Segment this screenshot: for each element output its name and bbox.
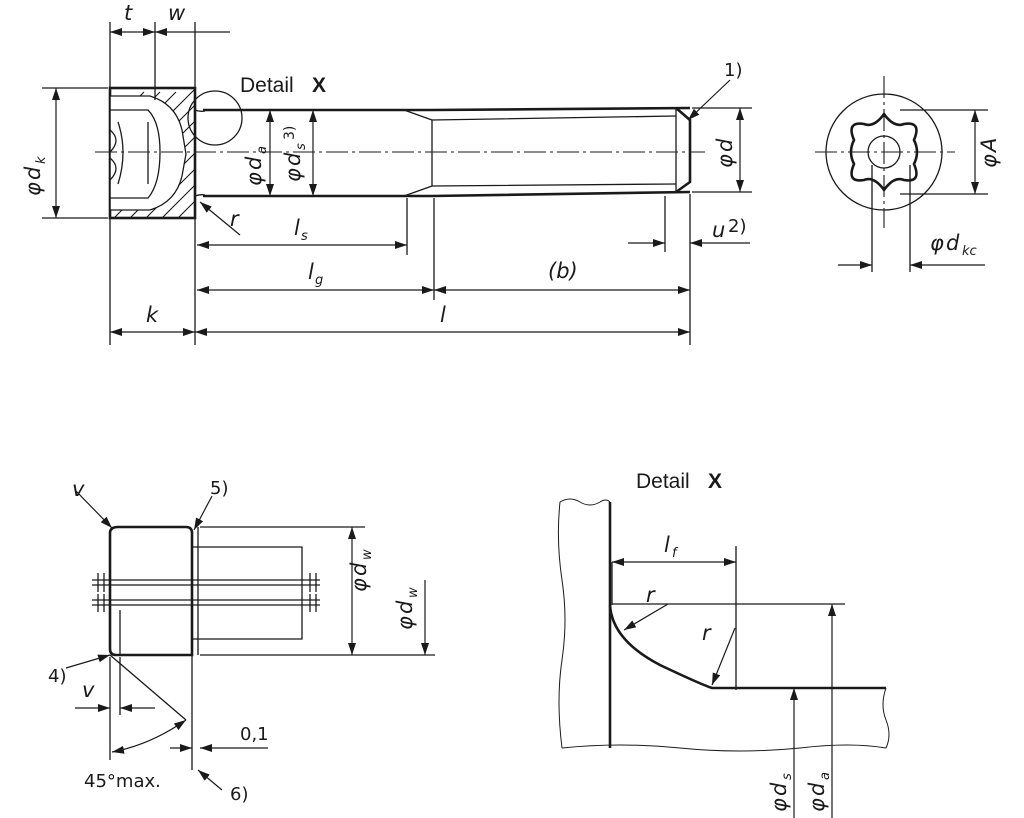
svg-text:a: a	[255, 146, 270, 154]
svg-text:d: d	[713, 138, 737, 152]
svg-text:φ: φ	[767, 798, 791, 812]
note-1: 1)	[724, 60, 742, 81]
label-r-lower: r	[702, 621, 712, 645]
svg-text:l: l	[308, 260, 314, 284]
break-line-right	[882, 687, 890, 749]
label-u: u 2)	[712, 216, 746, 242]
tolerance-value: 0,1	[240, 724, 269, 745]
svg-text:s: s	[294, 143, 309, 150]
note-6: 6)	[230, 784, 248, 805]
label-v-top: v	[72, 477, 85, 501]
svg-text:d: d	[242, 156, 266, 170]
label-lg: l g	[308, 260, 323, 288]
label-b: (b)	[548, 259, 578, 283]
label-w: w	[168, 1, 186, 25]
label-ds-detail: φ d s	[767, 773, 795, 812]
svg-text:l: l	[294, 216, 300, 240]
svg-text:d: d	[767, 782, 791, 796]
detail-x-title: Detail	[636, 470, 690, 493]
svg-text:d: d	[393, 600, 417, 614]
note-4: 4)	[48, 666, 66, 687]
head-edge-radius	[109, 526, 193, 534]
head-block	[108, 525, 194, 657]
svg-text:k: k	[34, 156, 49, 164]
svg-text:kc: kc	[962, 244, 977, 259]
label-da: φ d a	[242, 146, 270, 186]
fillet-profile	[608, 604, 886, 690]
label-v-bottom: v	[82, 678, 95, 702]
label-t: t	[124, 1, 133, 25]
label-lf: l f	[664, 533, 679, 561]
svg-text:u: u	[712, 218, 725, 242]
head-bearing-detail: v 5) 4) v 0,1 45°max. 6) φ d w φ d w	[48, 477, 435, 805]
svg-text:d: d	[347, 562, 371, 576]
svg-text:φ: φ	[347, 578, 371, 592]
screw-shank	[203, 106, 691, 198]
svg-text:A: A	[977, 138, 1001, 154]
label-dkc: φ d kc	[930, 231, 977, 259]
hole-axis-lines	[92, 579, 320, 606]
detail-x-view: Detail X l f r r φ d s φ d	[557, 470, 890, 818]
svg-text:φ: φ	[242, 172, 266, 186]
screw-end-view: φ A φ d kc	[815, 76, 1001, 272]
label-da-detail: φ d a	[805, 772, 833, 812]
svg-text:d: d	[805, 782, 829, 796]
break-line-top	[559, 498, 611, 506]
svg-text:d: d	[21, 166, 45, 180]
detail-x-circle	[187, 90, 243, 146]
svg-text:3): 3)	[282, 126, 298, 140]
labels-main: t w Detail X 1) φ d k φ d a φ d s 3) φ d…	[21, 1, 746, 327]
svg-text:φ: φ	[977, 154, 1001, 168]
screw-end-chamfer	[675, 107, 692, 194]
hole-break-marks	[97, 573, 317, 612]
svg-text:w: w	[360, 549, 375, 560]
label-ls: l s	[294, 216, 308, 244]
thread-root-lines	[431, 115, 677, 187]
svg-text:w: w	[406, 587, 421, 598]
break-line-bottom	[561, 744, 887, 752]
svg-text:φ: φ	[713, 154, 737, 168]
svg-text:φ: φ	[21, 182, 45, 196]
dimensions-main	[52, 28, 750, 336]
chamfer-construct-lines	[109, 654, 193, 770]
angle-arc	[111, 719, 187, 754]
svg-text:φ: φ	[805, 798, 829, 812]
note-5: 5)	[210, 478, 228, 499]
svg-text:s: s	[780, 773, 795, 780]
label-A: φ A	[977, 138, 1001, 168]
detail-x-letter: X	[708, 470, 722, 493]
svg-text:f: f	[672, 546, 679, 561]
label-dw-lower: φ d w	[393, 587, 421, 630]
detail-x-letter-main: X	[312, 74, 326, 97]
break-line-left	[557, 501, 566, 749]
angle-value: 45°max.	[84, 771, 161, 792]
svg-text:d: d	[281, 152, 305, 166]
label-l: l	[440, 303, 446, 327]
socket-lobe-lines	[109, 129, 117, 181]
svg-text:l: l	[664, 533, 670, 557]
detail-x-title-main: Detail	[240, 74, 294, 97]
label-r-main: r	[230, 207, 240, 231]
label-d: φ d	[713, 138, 737, 168]
label-dk: φ d k	[21, 156, 49, 196]
svg-text:φ: φ	[281, 168, 305, 182]
svg-text:a: a	[818, 772, 833, 780]
svg-text:φ: φ	[393, 616, 417, 630]
svg-text:φ: φ	[930, 231, 944, 255]
svg-text:s: s	[301, 229, 308, 244]
label-dw-upper: φ d w	[347, 549, 375, 592]
thread-runout	[403, 109, 433, 197]
shank-stub	[192, 546, 303, 640]
label-k: k	[146, 303, 159, 327]
label-r-upper: r	[646, 583, 656, 607]
label-ds: φ d s 3)	[281, 126, 309, 182]
underhead-fillet	[194, 109, 206, 197]
svg-text:g: g	[315, 273, 323, 288]
svg-text:2): 2)	[728, 216, 746, 237]
svg-text:d: d	[946, 231, 960, 255]
screw-side-view	[95, 86, 705, 220]
